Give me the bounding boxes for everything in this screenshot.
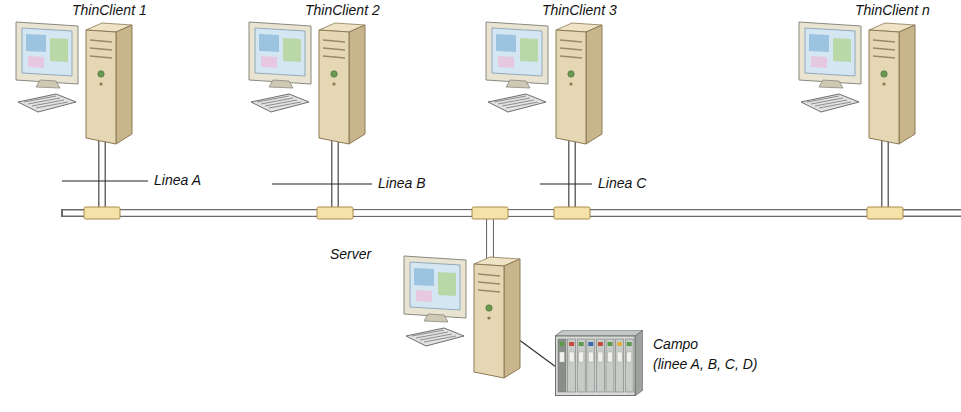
network-tap xyxy=(84,207,120,219)
computer-icon xyxy=(400,252,525,382)
field-cable xyxy=(520,340,555,366)
computer-node: ThinClient 2 xyxy=(245,18,370,148)
field-rack: Campo(linee A, B, C, D) xyxy=(555,330,643,396)
computer-icon xyxy=(12,18,137,148)
network-cable-outline xyxy=(102,140,490,260)
network-cable xyxy=(490,140,572,260)
computer-node: ThinClient n xyxy=(795,18,920,148)
node-label: Campo xyxy=(653,336,698,352)
computer-node: ThinClient 3 xyxy=(482,18,607,148)
computer-icon xyxy=(482,18,607,148)
leader-line xyxy=(540,184,592,185)
node-label: Server xyxy=(330,246,371,262)
node-label: ThinClient 3 xyxy=(542,2,617,18)
node-label: ThinClient n xyxy=(855,2,930,18)
network-cable xyxy=(335,140,490,260)
network-tap xyxy=(472,207,508,219)
leader-line xyxy=(62,181,148,182)
node-label: ThinClient 1 xyxy=(72,2,147,18)
node-sublabel: (linee A, B, C, D) xyxy=(653,356,758,372)
network-cable-outline xyxy=(490,140,885,260)
line-label: Linea B xyxy=(378,175,425,191)
node-label: ThinClient 2 xyxy=(305,2,380,18)
network-tap xyxy=(554,207,590,219)
computer-icon xyxy=(245,18,370,148)
computer-icon xyxy=(795,18,920,148)
line-label: Linea A xyxy=(154,172,201,188)
network-tap xyxy=(317,207,353,219)
computer-node: Server xyxy=(400,252,525,382)
network-cable-outline xyxy=(490,140,572,260)
network-cable xyxy=(102,140,490,260)
network-tap xyxy=(867,207,903,219)
leader-line xyxy=(272,184,372,185)
network-cable xyxy=(490,140,885,260)
rack-icon xyxy=(555,330,643,396)
network-cable-outline xyxy=(335,140,490,260)
computer-node: ThinClient 1 xyxy=(12,18,137,148)
line-label: Linea C xyxy=(598,175,646,191)
